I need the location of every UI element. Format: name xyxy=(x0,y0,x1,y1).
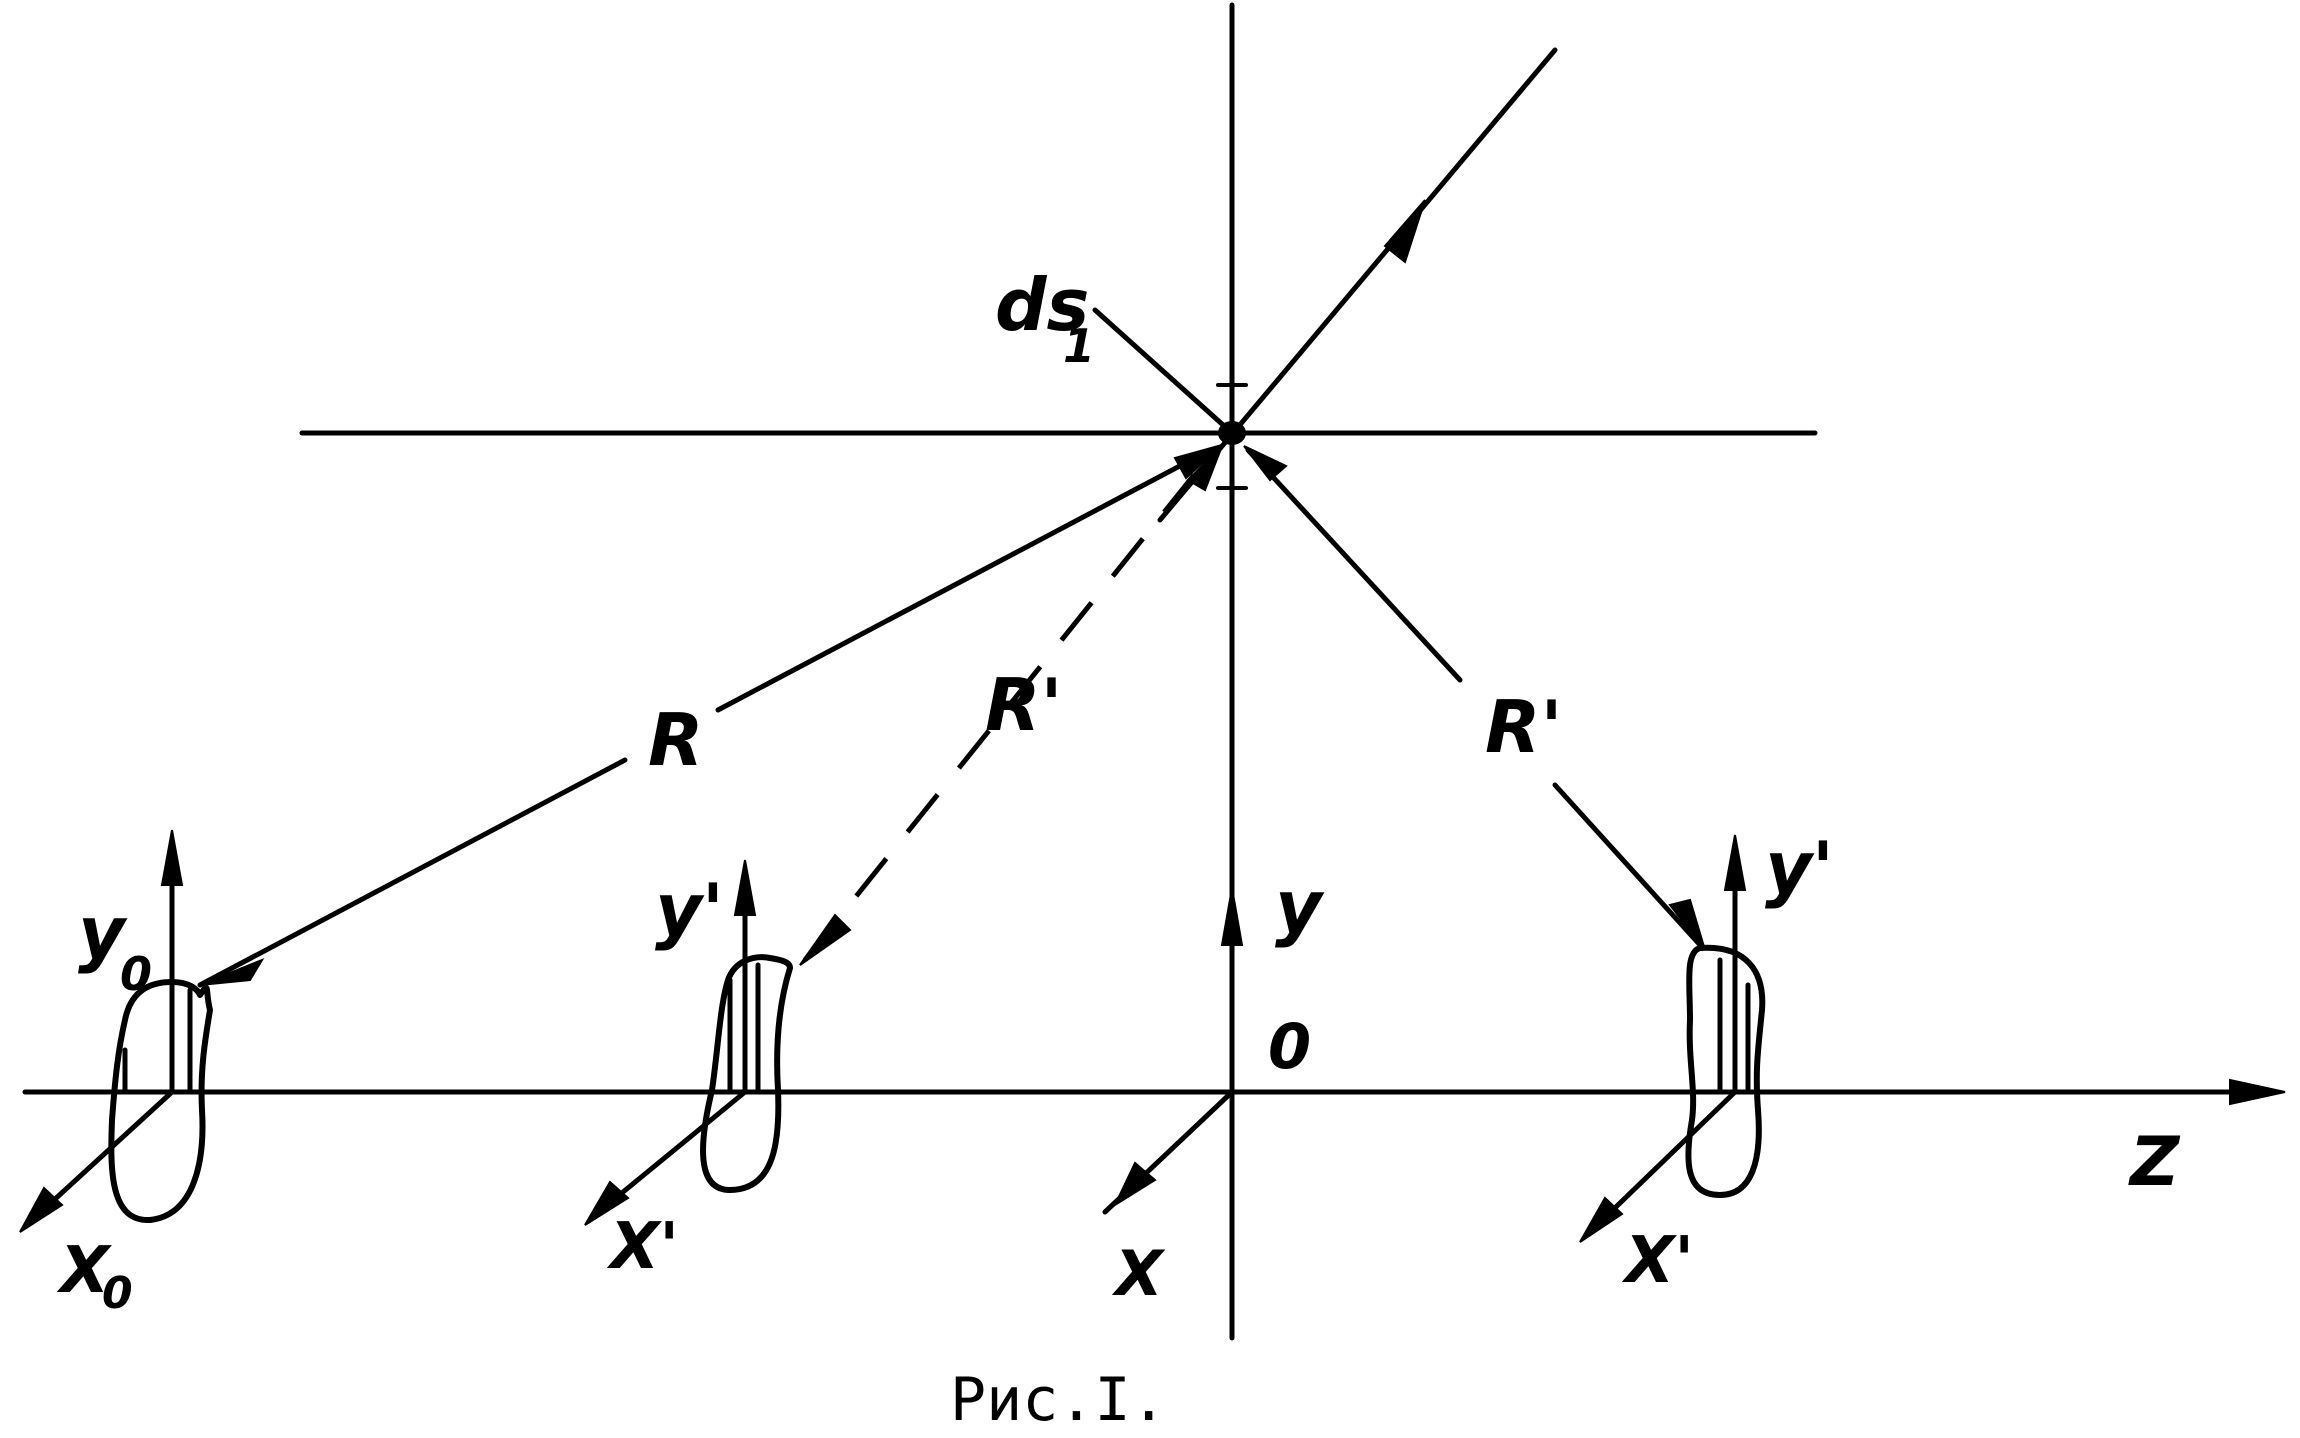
y-prime-right-arrowhead xyxy=(1723,834,1747,891)
middle-object-outline xyxy=(700,954,793,1193)
ray-R-prime-right-arrowhead-top xyxy=(1243,445,1288,482)
label-x-prime-right: X' xyxy=(1621,1224,1694,1298)
label-origin: 0 xyxy=(1268,1010,1311,1083)
label-y0-subscript: 0 xyxy=(120,947,152,1001)
label-ds: ds xyxy=(995,263,1089,347)
figure-caption: Рис.I. xyxy=(950,1365,1167,1435)
ray-R-prime-dashed-arrowhead-top xyxy=(1186,445,1223,492)
label-y0: y xyxy=(78,891,128,975)
y0-axis-arrowhead xyxy=(160,829,184,886)
label-y-prime-right: y' xyxy=(1765,826,1834,910)
label-x: X xyxy=(1111,1237,1166,1310)
ds-leader-line xyxy=(1092,307,1235,436)
label-x0: X xyxy=(56,1234,112,1308)
ray-R-prime-dashed-arrowhead-bottom xyxy=(799,913,852,966)
ray-R-arrowhead-top xyxy=(1173,444,1223,480)
label-x-prime-mid: X' xyxy=(606,1210,679,1284)
y-prime-mid-arrowhead xyxy=(733,859,757,916)
ray-R-lower xyxy=(197,757,628,988)
outgoing-ray-arrowhead xyxy=(1383,199,1426,264)
x-prime-right-arrowhead xyxy=(1579,1196,1624,1243)
ray-R-prime-right-upper xyxy=(1245,447,1463,683)
right-object-outline xyxy=(1685,944,1766,1198)
label-y-prime-mid: y' xyxy=(655,868,724,952)
ray-R-upper xyxy=(715,447,1213,713)
label-ds-subscript: 1 xyxy=(1063,319,1095,373)
label-z: Z xyxy=(2128,1123,2181,1202)
x0-axis-arrowhead xyxy=(19,1186,64,1233)
z-axis-arrowhead xyxy=(2229,1078,2286,1106)
outgoing-ray xyxy=(1157,47,1558,523)
label-y: y xyxy=(1275,865,1325,949)
label-x0-subscript: 0 xyxy=(102,1268,133,1319)
x-prime-mid-arrowhead xyxy=(584,1180,630,1226)
ray-R-prime-dashed xyxy=(803,453,1212,962)
ray-R-prime-right-arrowhead-bottom xyxy=(1668,898,1706,951)
y-axis-arrowhead xyxy=(1220,887,1244,946)
ray-R-prime-right-lower xyxy=(1552,782,1703,948)
x-axis-arrowhead xyxy=(1112,1161,1157,1208)
label-R-prime-mid: R' xyxy=(985,663,1062,747)
label-R: R xyxy=(648,698,703,782)
label-R-prime-right: R' xyxy=(1485,685,1562,769)
left-object-outline xyxy=(108,979,213,1224)
ray-R-arrowhead-bottom xyxy=(199,957,265,986)
